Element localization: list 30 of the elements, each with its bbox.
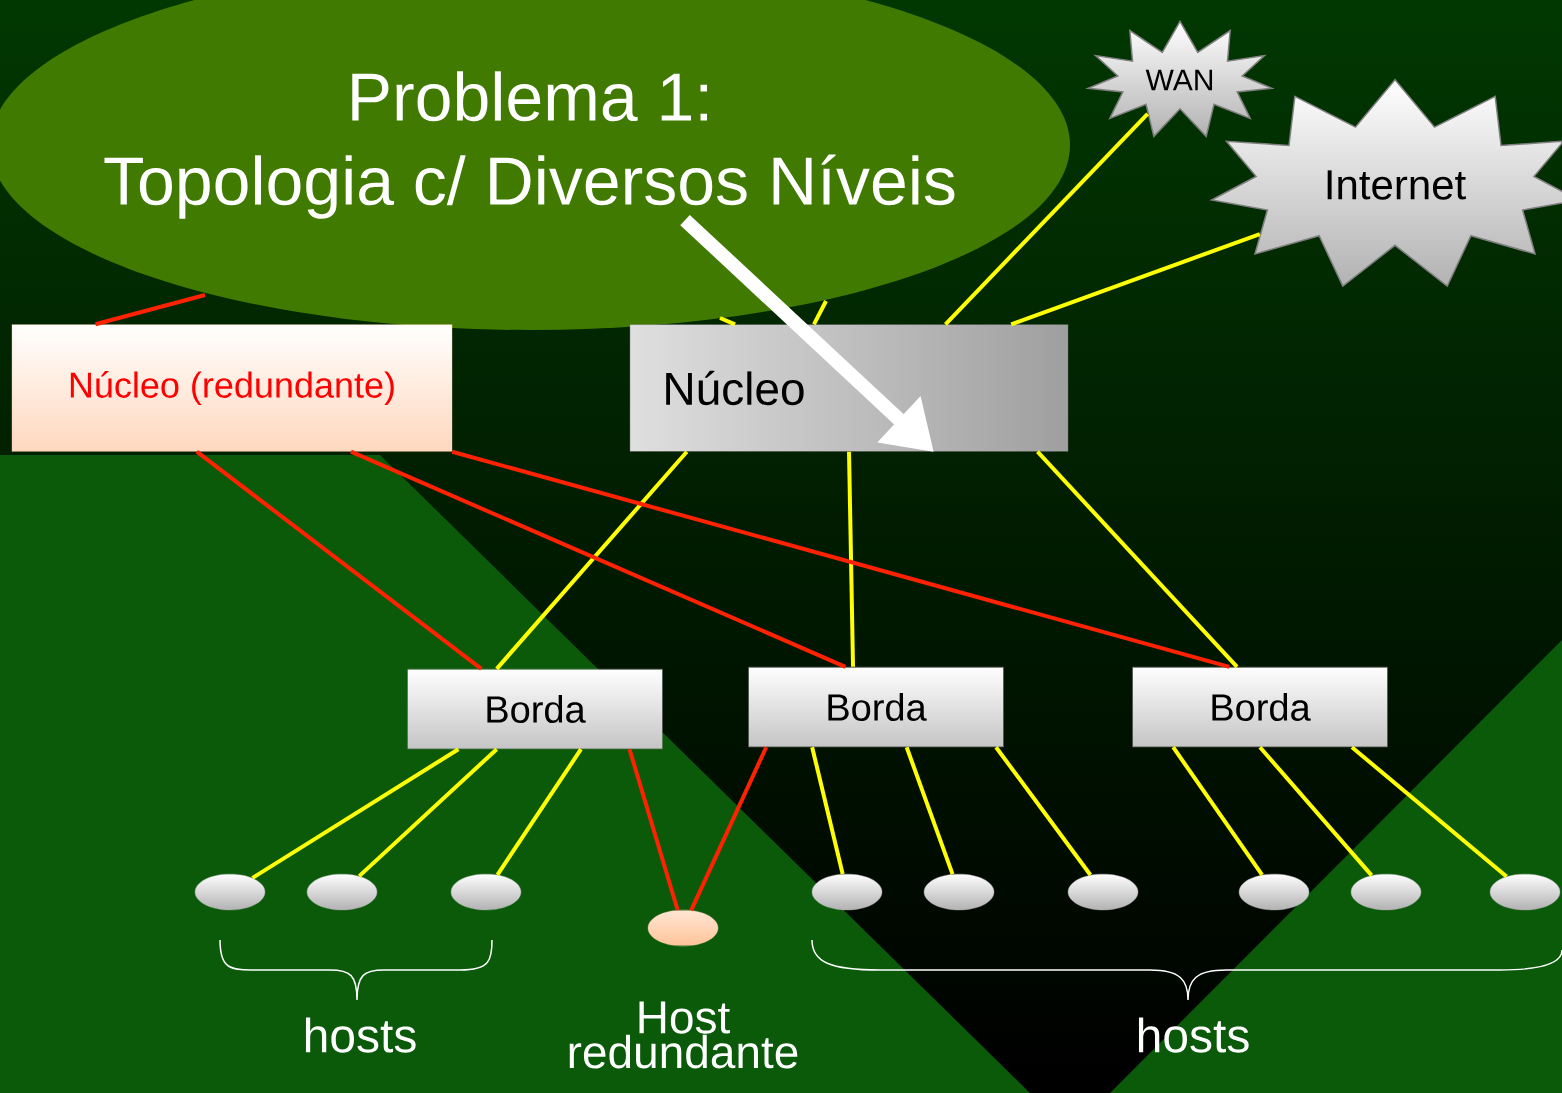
connector (251, 747, 460, 880)
core-box: Núcleo (629, 324, 1069, 452)
connector (810, 746, 845, 875)
node-caption: Host redundante (569, 1001, 798, 1069)
connector (1350, 745, 1508, 879)
connector (689, 746, 768, 912)
redundant-core-box: Núcleo (redundante) (11, 324, 453, 452)
connector (1036, 450, 1239, 669)
group-label: hosts (1139, 1017, 1249, 1053)
connector (1010, 232, 1261, 327)
connector (904, 746, 955, 875)
connector (1171, 746, 1264, 877)
connector (94, 293, 206, 327)
connector (495, 748, 583, 876)
edge-switch-box: Borda (748, 666, 1004, 748)
connector (495, 450, 689, 671)
connector (1258, 745, 1374, 877)
connector (719, 316, 736, 327)
connector (994, 746, 1093, 877)
connector (847, 451, 856, 667)
connector (451, 449, 1230, 669)
connector (357, 747, 499, 878)
connector (195, 450, 483, 671)
edge-switch-box: Borda (1132, 666, 1388, 748)
group-label: hosts (305, 1017, 416, 1053)
edge-switch-box: Borda (407, 668, 663, 750)
connector (627, 748, 680, 911)
connector (944, 112, 1150, 326)
connector (350, 449, 847, 669)
connector (812, 300, 828, 326)
